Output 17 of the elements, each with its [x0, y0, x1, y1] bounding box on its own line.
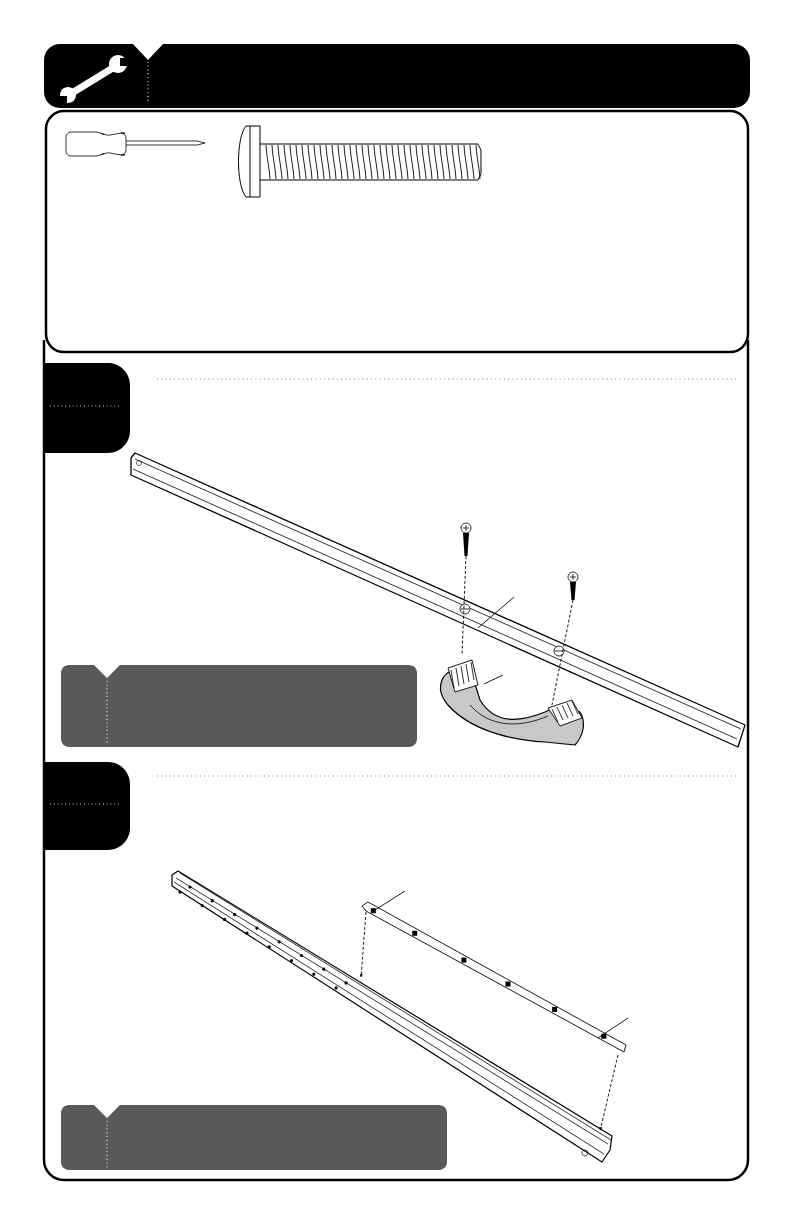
leader-line	[483, 674, 504, 685]
screw-drawing	[460, 522, 472, 556]
step-tab	[44, 363, 130, 453]
arrow	[359, 911, 367, 978]
strip-drawing	[361, 901, 627, 1053]
tools-panel	[44, 109, 750, 354]
leader-line	[374, 890, 406, 911]
screw-drawing	[567, 571, 579, 600]
leader-line	[597, 1017, 629, 1039]
note-box	[61, 664, 417, 747]
dashed-guide-line	[551, 599, 574, 706]
bracket-drawing	[439, 659, 584, 746]
note-box	[61, 1104, 447, 1170]
dashed-guide-line	[461, 555, 467, 656]
step-tab	[44, 762, 130, 850]
header-band	[44, 43, 750, 108]
arrow	[599, 1054, 619, 1131]
